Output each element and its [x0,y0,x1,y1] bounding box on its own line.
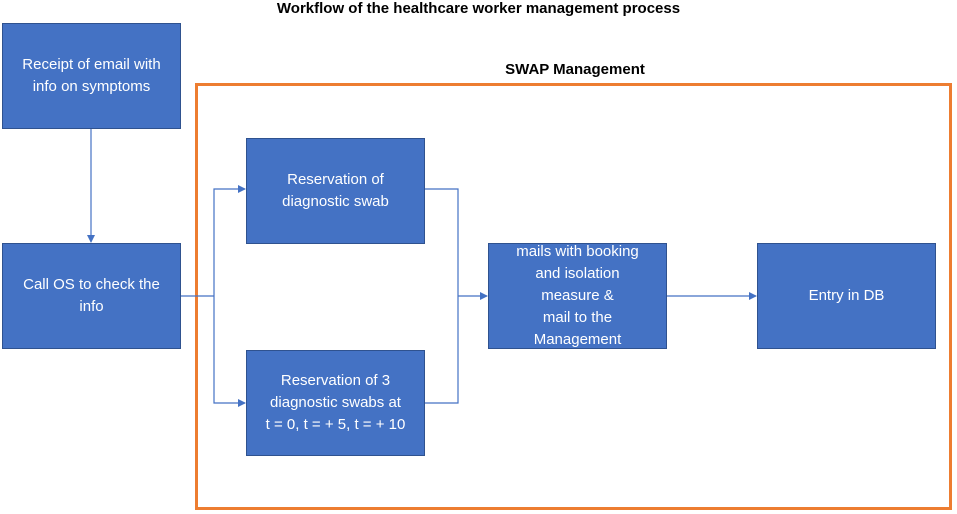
node-triple-swab-reservation: Reservation of 3 diagnostic swabs at t =… [246,350,425,456]
edge-branch-to-triple-swab [213,296,246,407]
node-single-swab-reservation: Reservation of diagnostic swab [246,138,425,244]
node-call-os: Call OS to check the info [2,243,181,349]
node-entry-db: Entry in DB [757,243,936,349]
edge-single-swab-to-mails [425,188,459,296]
swap-management-label: SWAP Management [505,61,645,78]
diagram-title: Workflow of the healthcare worker manage… [276,0,681,17]
node-receipt-email: Receipt of email with info on symptoms [2,23,181,129]
edge-branch-to-single-swab [213,185,246,296]
edge-triple-swab-to-mails [425,296,459,404]
node-mails-booking: mails with booking and isolation measure… [488,243,667,349]
